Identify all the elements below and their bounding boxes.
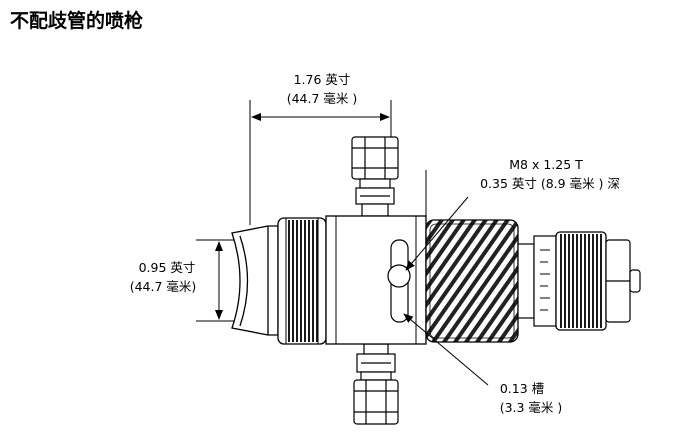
scale-ticks bbox=[540, 249, 550, 311]
bottom-fitting bbox=[353, 343, 399, 425]
thread-spec-label: M8 x 1.25 T bbox=[509, 157, 583, 172]
slot-leader-line bbox=[403, 313, 489, 386]
height-metric-label: (44.7 毫米) bbox=[130, 279, 197, 294]
height-imperial-label: 0.95 英寸 bbox=[139, 260, 196, 275]
spiral-barrel bbox=[425, 219, 519, 343]
left-knurled-collar bbox=[277, 217, 327, 345]
slot-imperial-label: 0.13 槽 bbox=[500, 381, 544, 396]
slot-callout: 0.13 槽 (3.3 毫米 ) bbox=[403, 313, 563, 415]
slot-metric-label: (3.3 毫米 ) bbox=[500, 400, 563, 415]
width-metric-label: (44.7 毫米 ) bbox=[287, 91, 358, 106]
top-fitting bbox=[351, 136, 399, 217]
page-title: 不配歧管的喷枪 bbox=[10, 10, 144, 32]
nozzle bbox=[231, 225, 279, 336]
thread-leader-line bbox=[405, 196, 469, 271]
thread-callout: M8 x 1.25 T 0.35 英寸 (8.9 毫米 ) 深 bbox=[405, 157, 620, 271]
rear-assembly bbox=[517, 231, 641, 331]
width-imperial-label: 1.76 英寸 bbox=[294, 72, 351, 87]
thread-hole bbox=[387, 264, 411, 288]
thread-depth-label: 0.35 英寸 (8.9 毫米 ) 深 bbox=[480, 176, 620, 191]
width-dimension: 1.76 英寸 (44.7 毫米 ) bbox=[249, 72, 392, 225]
